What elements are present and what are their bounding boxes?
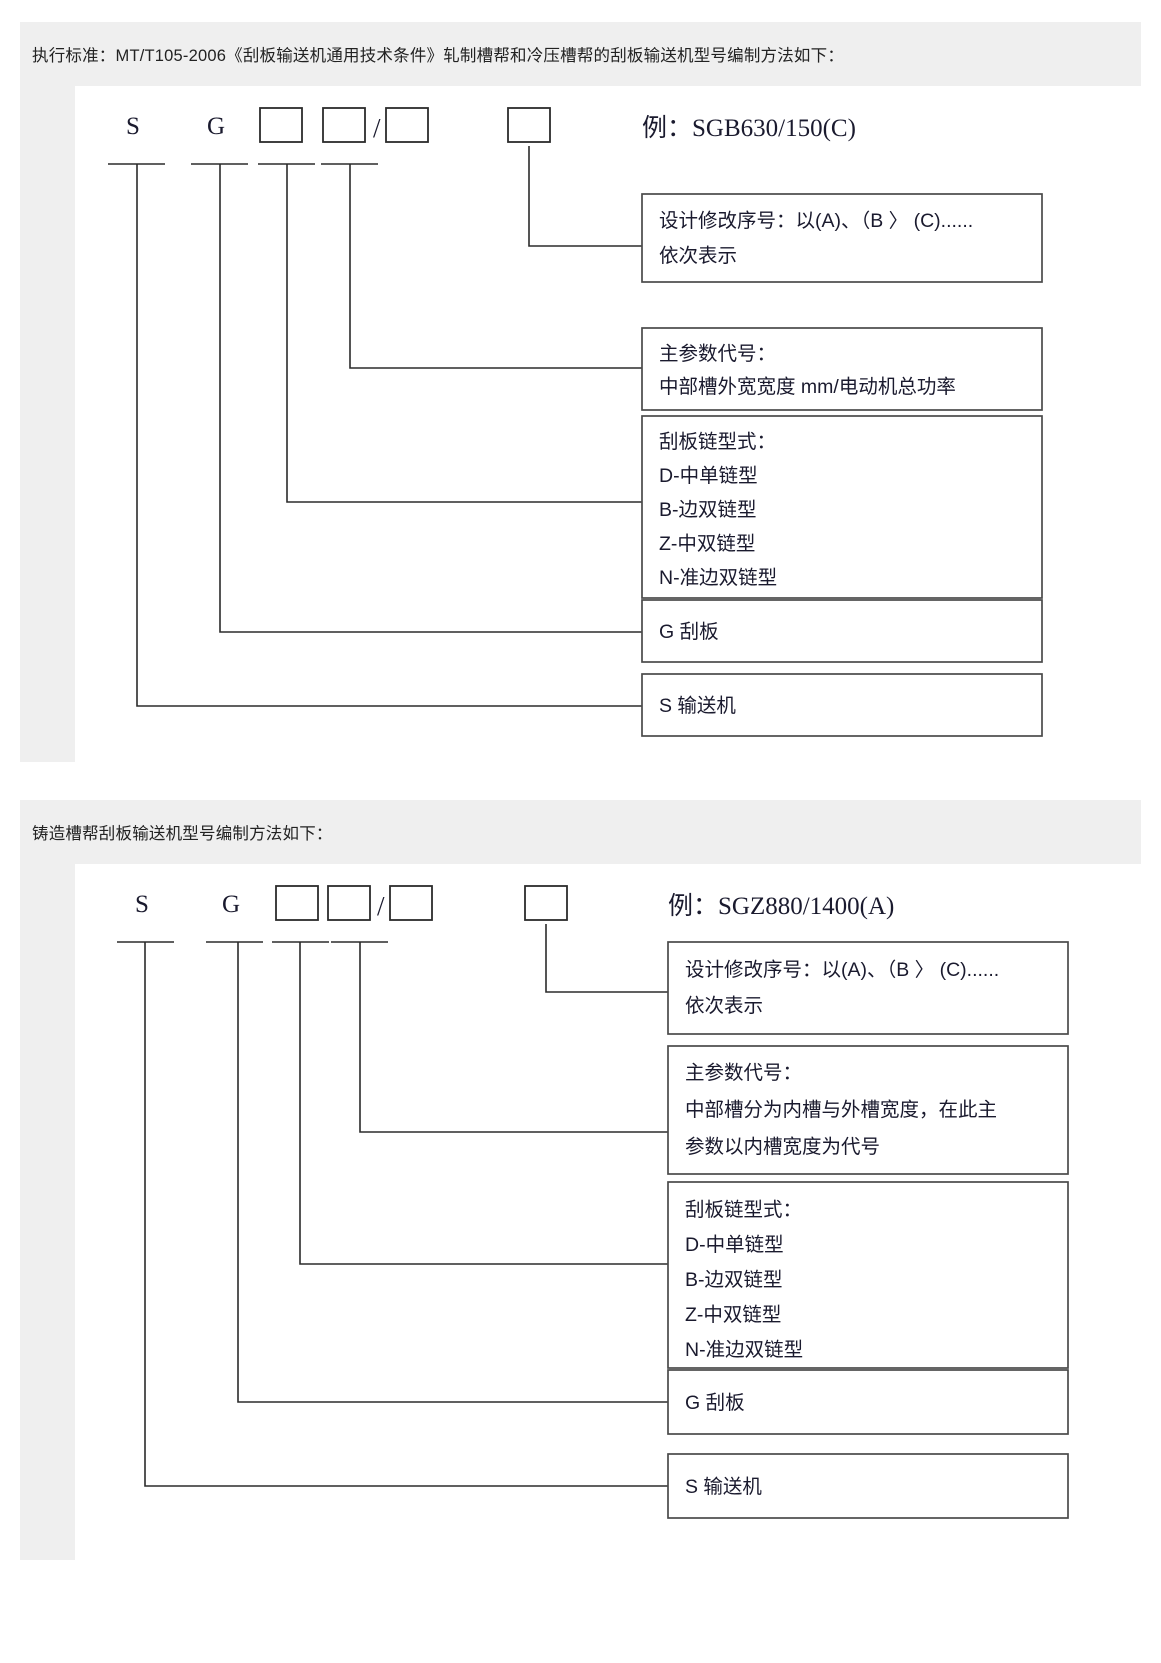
box-chain-type-2 [667, 1181, 1069, 1369]
box-g-scraper-1 [641, 599, 1043, 663]
code-slot-2 [322, 107, 366, 143]
box-design-revision-2 [667, 941, 1069, 1035]
box-chain-type-2-line-3: B-边双链型 [685, 1269, 783, 1291]
box-chain-type-1-line-1: 刮板链型式： [659, 431, 776, 453]
box-chain-type-2-line-5: N-准边双链型 [685, 1339, 803, 1361]
code-slash-2: / [377, 891, 385, 921]
box-chain-type-1 [641, 415, 1043, 599]
box-design-revision-1 [641, 193, 1043, 283]
code-letter-g: G [207, 113, 225, 140]
box-design-revision-2-line-2: 依次表示 [685, 995, 763, 1017]
box-s-conveyor-1 [641, 673, 1043, 737]
section-1-left-gutter [20, 86, 75, 762]
code-suffix-slot-2 [524, 885, 568, 921]
code-letter-s-2: S [135, 891, 149, 918]
box-chain-type-1-line-2: D-中单链型 [659, 465, 758, 487]
section-1-body: S G / 例：SGB630/150(C) [20, 86, 1141, 762]
box-main-parameter-2-line-2: 中部槽分为内槽与外槽宽度，在此主 [685, 1099, 997, 1121]
code-suffix-slot [507, 107, 551, 143]
section-cast-trough: 铸造槽帮刮板输送机型号编制方法如下： S G / 例：SGZ880/1400(A… [20, 800, 1141, 1560]
box-chain-type-1-line-3: B-边双链型 [659, 499, 757, 521]
section-2-header-bar: 铸造槽帮刮板输送机型号编制方法如下： [20, 800, 1141, 864]
code-slash: / [373, 113, 381, 143]
section-2-header-text: 铸造槽帮刮板输送机型号编制方法如下： [32, 825, 333, 843]
section-rolled-cold-pressed: 执行标准：MT/T105-2006《刮板输送机通用技术条件》轧制槽帮和冷压槽帮的… [20, 22, 1141, 762]
box-chain-type-2-line-1: 刮板链型式： [685, 1199, 802, 1221]
box-s-conveyor-2 [667, 1453, 1069, 1519]
box-g-scraper-2-line-1: G 刮板 [685, 1392, 745, 1414]
code-slot-1 [259, 107, 303, 143]
box-main-parameter-1-line-2: 中部槽外宽宽度 mm/电动机总功率 [659, 376, 956, 398]
example-label-1: 例：SGB630/150(C) [642, 114, 856, 142]
box-main-parameter-1-line-1: 主参数代号： [659, 343, 776, 365]
code-slot-1-2 [275, 885, 319, 921]
section-1-header-text: 执行标准：MT/T105-2006《刮板输送机通用技术条件》轧制槽帮和冷压槽帮的… [32, 47, 845, 65]
box-g-scraper-1-line-1: G 刮板 [659, 621, 719, 643]
box-g-scraper-2 [667, 1369, 1069, 1435]
box-main-parameter-2-line-3: 参数以内槽宽度为代号 [685, 1136, 880, 1158]
box-chain-type-2-line-2: D-中单链型 [685, 1234, 784, 1256]
box-chain-type-1-line-5: N-准边双链型 [659, 567, 777, 589]
box-design-revision-1-line-2: 依次表示 [659, 245, 737, 267]
code-letter-s: S [126, 113, 140, 140]
box-main-parameter-2-line-1: 主参数代号： [685, 1062, 802, 1084]
code-slot-3-2 [389, 885, 433, 921]
box-main-parameter-2 [667, 1045, 1069, 1175]
box-chain-type-2-line-4: Z-中双链型 [685, 1304, 781, 1326]
code-letter-g-2: G [222, 891, 240, 918]
box-s-conveyor-1-line-1: S 输送机 [659, 695, 736, 717]
code-slot-3 [385, 107, 429, 143]
section-1-header-bar: 执行标准：MT/T105-2006《刮板输送机通用技术条件》轧制槽帮和冷压槽帮的… [20, 22, 1141, 86]
box-chain-type-1-line-4: Z-中双链型 [659, 533, 755, 555]
section-2-diagram: S G / 例：SGZ880/1400(A) [75, 864, 1141, 1560]
code-slot-2-2 [327, 885, 371, 921]
box-main-parameter-1 [641, 327, 1043, 411]
section-2-body: S G / 例：SGZ880/1400(A) [20, 864, 1141, 1560]
box-s-conveyor-2-line-1: S 输送机 [685, 1476, 762, 1498]
box-design-revision-1-line-1: 设计修改序号：以(A)、（B 〉 (C)...... [659, 210, 973, 232]
box-design-revision-2-line-1: 设计修改序号：以(A)、（B 〉 (C)...... [685, 959, 999, 981]
section-2-left-gutter [20, 864, 75, 1560]
section-1-diagram: S G / 例：SGB630/150(C) [75, 86, 1141, 762]
example-label-2: 例：SGZ880/1400(A) [668, 892, 894, 920]
